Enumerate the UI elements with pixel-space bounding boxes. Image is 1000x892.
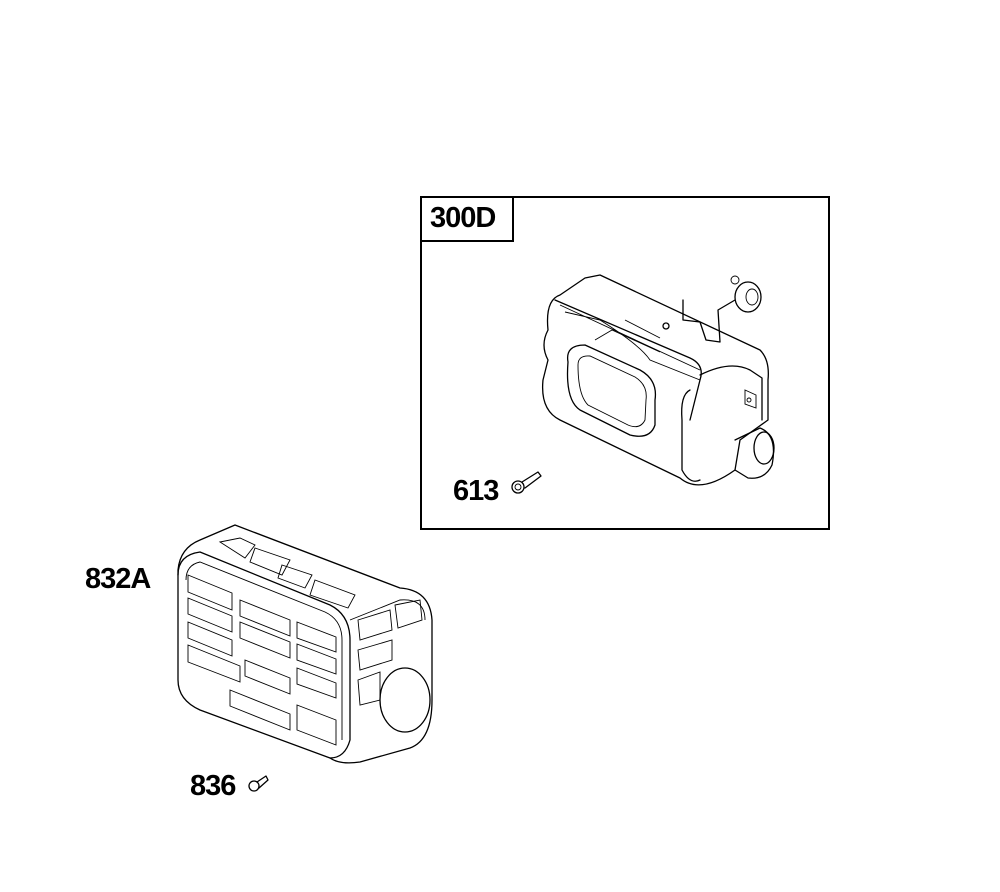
- screw-613-icon: [511, 471, 542, 494]
- callout-832a: 832A: [85, 563, 151, 595]
- callout-300d: 300D: [430, 202, 496, 234]
- assembly-frame: [420, 196, 830, 530]
- callout-613: 613: [453, 475, 499, 507]
- callout-836: 836: [190, 770, 236, 802]
- muffler-drawing: [541, 274, 775, 486]
- assembly-label-box: [420, 196, 514, 242]
- screw-836-icon: [248, 775, 269, 792]
- muffler-guard-drawing: [177, 524, 433, 764]
